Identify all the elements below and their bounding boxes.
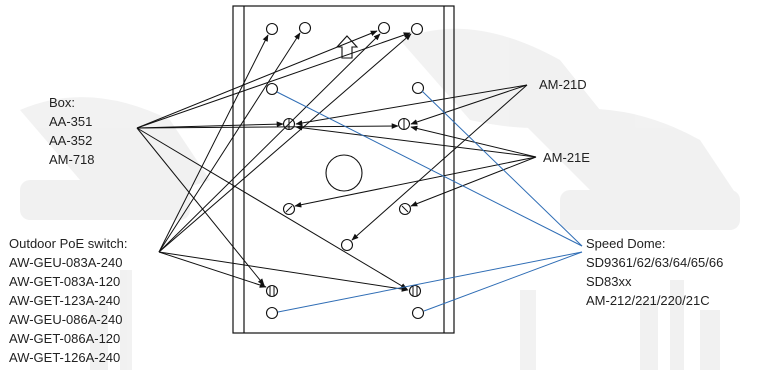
mounting-holes (265, 21, 425, 320)
poe-switch-label: Outdoor PoE switch: AW-GEU-083A-240 AW-G… (9, 234, 128, 367)
poe-switch-title: Outdoor PoE switch: (9, 236, 128, 251)
poe-switch-model: AW-GEU-086A-240 (9, 312, 123, 327)
speed-dome-model: AM-212/221/220/21C (586, 293, 710, 308)
box-title: Box: (49, 95, 76, 110)
am21e-leaders (294, 125, 537, 208)
hole (410, 22, 424, 36)
poe-switch-model: AW-GET-083A-120 (9, 274, 121, 289)
box-label: Box: AA-351 AA-352 AM-718 (49, 93, 95, 169)
hole (265, 82, 279, 96)
mounting-plate (232, 5, 455, 334)
hole (265, 22, 279, 36)
hole (411, 306, 425, 320)
am21d-label: AM-21D (539, 77, 587, 92)
speed-dome-label: Speed Dome: SD9361/62/63/64/65/66 SD83xx… (586, 234, 723, 310)
hole (265, 306, 279, 320)
speed-dome-model: SD9361/62/63/64/65/66 (586, 255, 724, 270)
poe-switch-model: AW-GET-126A-240 (9, 350, 121, 365)
poe-switch-model: AW-GET-123A-240 (9, 293, 121, 308)
am21e-label: AM-21E (543, 150, 590, 165)
center-hole (325, 154, 363, 192)
poe-switch-model: AW-GET-086A-120 (9, 331, 121, 346)
background-watermark (20, 28, 740, 370)
box-model: AA-352 (49, 133, 93, 148)
speed-dome-title: Speed Dome: (586, 236, 666, 251)
speed-dome-model: SD83xx (586, 274, 632, 289)
box-model: AA-351 (49, 114, 93, 129)
hole (298, 21, 312, 35)
hole (340, 238, 354, 252)
box-model: AM-718 (49, 152, 95, 167)
speed-dome-leaders (276, 90, 583, 313)
hole (411, 81, 425, 95)
poe-switch-model: AW-GEU-083A-240 (9, 255, 123, 270)
hole (408, 284, 422, 298)
hole (377, 21, 391, 35)
hole (265, 284, 279, 298)
poe-switch-leaders (158, 32, 412, 292)
am21d-leaders (295, 84, 528, 241)
